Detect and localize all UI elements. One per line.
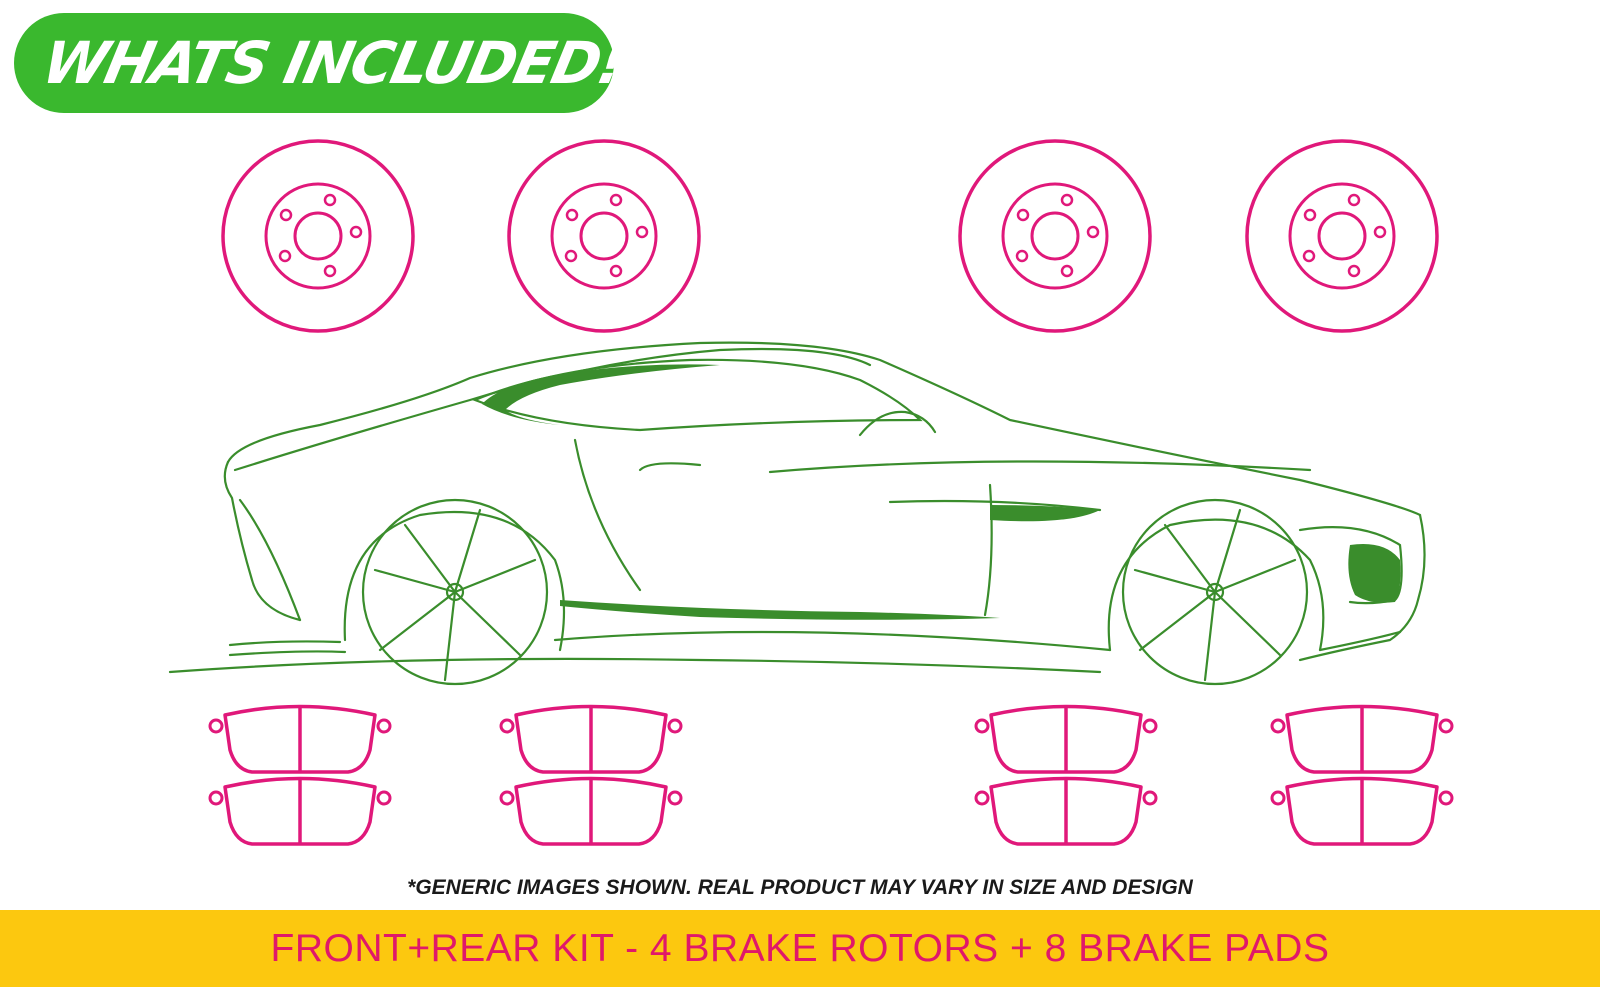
brake-pad-icon <box>974 776 1158 846</box>
brake-pad-icon <box>208 776 392 846</box>
kit-contents-banner: FRONT+REAR KIT - 4 BRAKE ROTORS + 8 BRAK… <box>0 910 1600 987</box>
brake-pad-icon <box>499 776 683 846</box>
sports-car-illustration <box>168 341 1426 686</box>
brake-pad-icon <box>974 704 1158 774</box>
brake-rotor-icon <box>221 139 415 333</box>
brake-pad-icon <box>1270 776 1454 846</box>
brake-pad-icon <box>208 704 392 774</box>
car-accent-shapes <box>482 364 1401 620</box>
banner-label: FRONT+REAR KIT - 4 BRAKE ROTORS + 8 BRAK… <box>270 926 1330 970</box>
kit-illustration <box>168 139 1454 846</box>
whats-included-badge: WHATS INCLUDED!! <box>14 13 655 113</box>
brake-rotor-icon <box>507 139 701 333</box>
brake-rotor-icon <box>958 139 1152 333</box>
brake-rotor-icon <box>1245 139 1439 333</box>
disclaimer-note: *GENERIC IMAGES SHOWN. REAL PRODUCT MAY … <box>407 876 1193 899</box>
brake-pad-icon <box>1270 704 1454 774</box>
brake-pad-icon <box>499 704 683 774</box>
